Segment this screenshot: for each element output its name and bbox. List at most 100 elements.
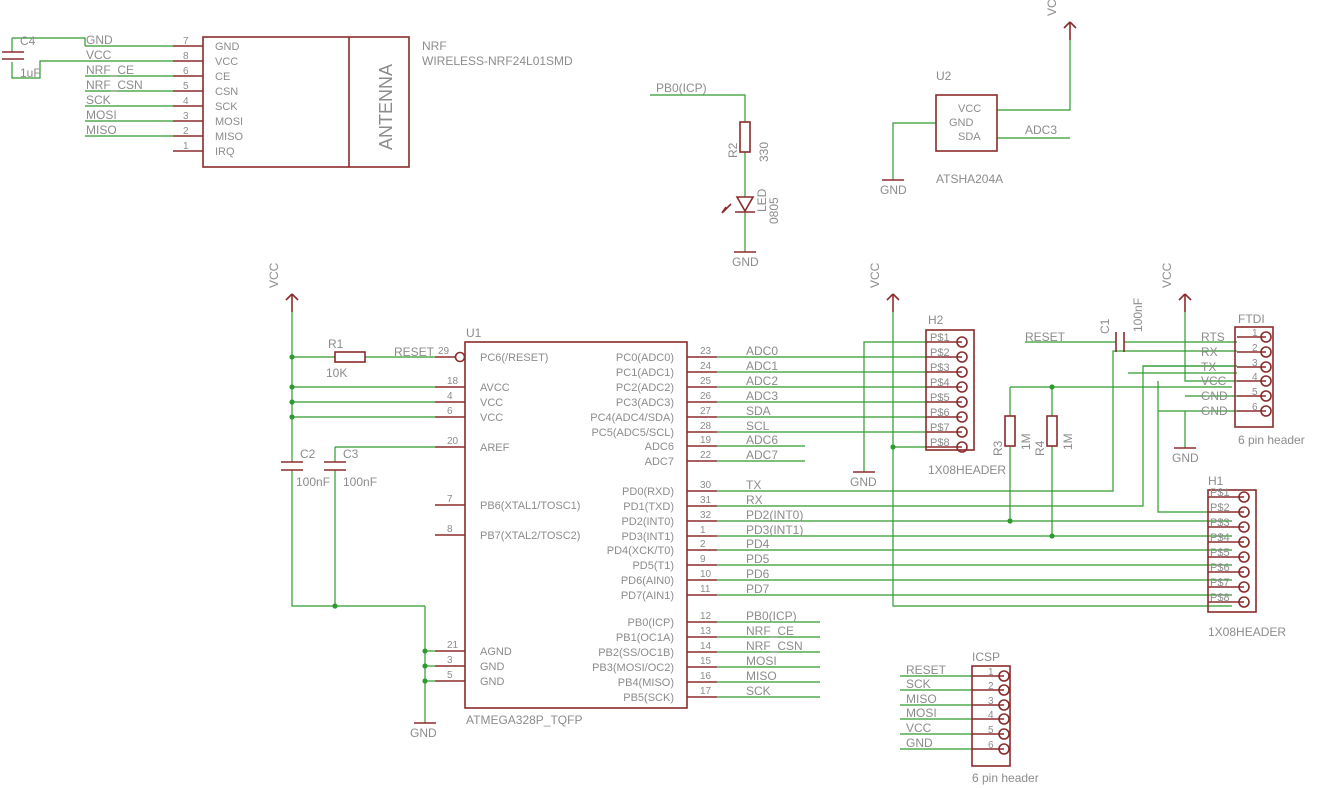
u1-pin-name: PC6(/RESET) bbox=[480, 352, 548, 364]
u1-pin-number: 3 bbox=[447, 655, 453, 666]
u1-pin-number: 29 bbox=[438, 346, 450, 357]
u1-pin-number: 17 bbox=[700, 686, 712, 697]
u1-pin-number: 6 bbox=[447, 406, 453, 417]
nrf-pin-name: CE bbox=[215, 71, 230, 83]
icsp-net-label: GND bbox=[906, 736, 933, 750]
u1-net-label: ADC6 bbox=[746, 433, 778, 447]
r2-body bbox=[739, 121, 751, 153]
h2-pin-label: P$8 bbox=[930, 437, 950, 449]
u1-inverter-bubble bbox=[454, 351, 466, 363]
h2-pin-circle bbox=[956, 351, 968, 363]
ftdi-net-label: VCC bbox=[1201, 374, 1227, 388]
c1-name: C1 bbox=[1098, 318, 1112, 334]
u1-pin-name: PC0(ADC0) bbox=[616, 352, 674, 364]
nrf-net-label: MOSI bbox=[86, 108, 117, 122]
u1-pin-name: PD7(AIN1) bbox=[621, 590, 674, 602]
icsp-name: ICSP bbox=[972, 650, 1000, 664]
ftdi-pin-circle bbox=[1260, 361, 1272, 373]
pb0-led-wire bbox=[650, 94, 746, 122]
u1-net-label: PD4 bbox=[746, 537, 770, 551]
h1-body bbox=[1207, 489, 1257, 613]
u1-pin-number: 26 bbox=[700, 391, 712, 402]
u1-pin-name: GND bbox=[480, 661, 505, 673]
led-net-label: PB0(ICP) bbox=[656, 81, 707, 95]
u1-pin-number: 19 bbox=[700, 435, 712, 446]
r3-value: 1M bbox=[1019, 433, 1033, 450]
junction-dot bbox=[1007, 518, 1013, 524]
r2-value: 330 bbox=[757, 142, 771, 162]
u1-pin-name: PC5(ADC5/SCL) bbox=[591, 427, 674, 439]
c4-value: 1uF bbox=[20, 66, 41, 80]
u2-pin-name: SDA bbox=[958, 131, 981, 143]
ftdi-pin-circle bbox=[1260, 405, 1272, 417]
u1-net-label: ADC3 bbox=[746, 389, 778, 403]
r3-body bbox=[1004, 415, 1016, 447]
u1-pin-name: ADC7 bbox=[645, 456, 674, 468]
u1-pin-number: 8 bbox=[447, 524, 453, 535]
u1-pin-name: PD1(TXD) bbox=[623, 501, 674, 513]
u1-net-label: TX bbox=[746, 478, 761, 492]
u2-pin-name: VCC bbox=[958, 103, 981, 115]
nrf-pin-number: 6 bbox=[183, 66, 189, 77]
vcc-symbol bbox=[886, 293, 894, 301]
vcc-symbol bbox=[291, 293, 299, 301]
r3-name: R3 bbox=[991, 440, 1005, 456]
ftdi-net-label: RX bbox=[1201, 345, 1218, 359]
u1-pin-name: AREF bbox=[480, 442, 510, 454]
u1-pin-number: 1 bbox=[700, 525, 706, 536]
u1-pin-number: 7 bbox=[447, 494, 453, 505]
ftdi-vcc-wire bbox=[1184, 312, 1237, 382]
ftdi-net-label: GND bbox=[1201, 404, 1228, 418]
nrf-net-label: SCK bbox=[86, 93, 111, 107]
nrf-pin-name: MISO bbox=[215, 131, 244, 143]
u1-pin-name: PC3(ADC3) bbox=[616, 397, 674, 409]
icsp-pin-number: 5 bbox=[988, 725, 994, 736]
led-triangle bbox=[735, 196, 755, 213]
nrf-value: WIRELESS-NRF24L01SMD bbox=[422, 54, 573, 68]
u1-pin-name: AGND bbox=[480, 646, 512, 658]
h1-pin-label: P$7 bbox=[1210, 577, 1230, 589]
gnd-label: GND bbox=[850, 475, 877, 489]
nrf-body bbox=[202, 36, 410, 168]
h1-pin-circle bbox=[1238, 491, 1250, 503]
c3-name: C3 bbox=[343, 447, 359, 461]
nrf-net-label: NRF_CSN bbox=[86, 78, 143, 92]
c4-gnd-wire bbox=[12, 37, 86, 46]
nrf-pin-number: 1 bbox=[183, 141, 189, 152]
u1-pin-name: PB1(OC1A) bbox=[616, 632, 674, 644]
vcc-label: VCC bbox=[1045, 0, 1059, 16]
junction-dot bbox=[422, 648, 428, 654]
r4-name: R4 bbox=[1033, 440, 1047, 456]
nrf-pin-name: VCC bbox=[215, 56, 238, 68]
ftdi-pin-circle bbox=[1260, 390, 1272, 402]
vcc-symbol bbox=[285, 293, 293, 301]
h1-pin-label: P$5 bbox=[1210, 547, 1230, 559]
u2-name: U2 bbox=[936, 69, 952, 83]
junction-dot bbox=[332, 603, 338, 609]
nrf-pin-number: 5 bbox=[183, 81, 189, 92]
u1-net-label: ADC2 bbox=[746, 374, 778, 388]
ftdi-body bbox=[1234, 326, 1274, 428]
icsp-net-label: MISO bbox=[906, 692, 937, 706]
u1-net-label: PD3(INT1) bbox=[746, 523, 803, 537]
h2-pin-circle bbox=[956, 411, 968, 423]
u1-net-label: PD7 bbox=[746, 582, 770, 596]
u1-pin-name: VCC bbox=[480, 397, 503, 409]
u1-pin-name: PD0(RXD) bbox=[622, 486, 674, 498]
h2-name: H2 bbox=[928, 313, 944, 327]
h1-pin-circle bbox=[1238, 521, 1250, 533]
icsp-pin-circle bbox=[998, 713, 1010, 725]
u1-net-label: SDA bbox=[746, 404, 771, 418]
nrf-pin-name: IRQ bbox=[215, 146, 235, 158]
led-value: 0805 bbox=[767, 197, 781, 224]
ftdi-pin-circle bbox=[1260, 346, 1272, 358]
r4-value: 1M bbox=[1061, 433, 1075, 450]
nrf-antenna-label: ANTENNA bbox=[376, 64, 396, 150]
ftdi-pin-number: 6 bbox=[1252, 402, 1258, 413]
u1-pin-name: PC2(ADC2) bbox=[616, 382, 674, 394]
u1-pin-number: 30 bbox=[700, 480, 712, 491]
u1-pin-number: 27 bbox=[700, 406, 712, 417]
icsp-net-label: MOSI bbox=[906, 706, 937, 720]
r2-name: R2 bbox=[726, 142, 740, 158]
